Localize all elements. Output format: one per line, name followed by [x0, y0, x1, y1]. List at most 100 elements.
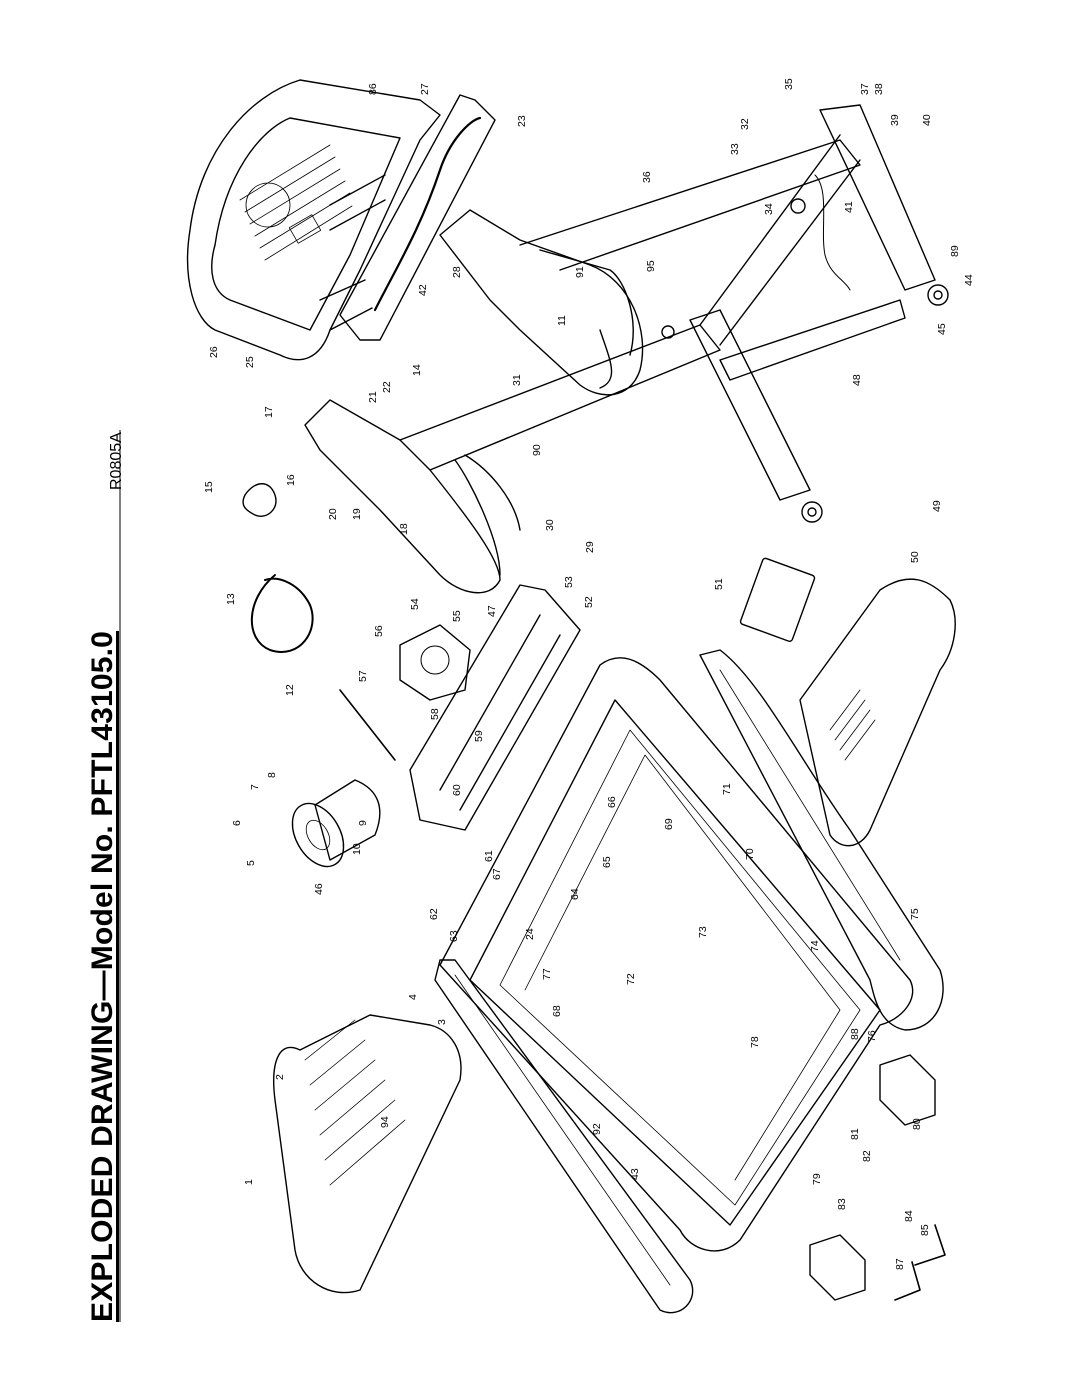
- callout-23: 23: [516, 115, 528, 127]
- side-rail-left-inner: [454, 974, 671, 1286]
- callout-36: 36: [641, 171, 653, 183]
- callout-76: 76: [866, 1030, 878, 1042]
- console-grille: [239, 144, 353, 261]
- side-rail-right-inner: [719, 669, 901, 961]
- callout-83: 83: [836, 1198, 848, 1210]
- callout-40: 40: [921, 114, 933, 126]
- callout-65: 65: [601, 856, 613, 868]
- wheel-45-upper: [927, 284, 949, 306]
- drive-motor-body: [314, 779, 381, 861]
- callout-92: 92: [591, 1123, 603, 1135]
- wrench-87: [894, 1261, 921, 1301]
- wrench-85: [914, 1224, 946, 1266]
- callout-28: 28: [451, 266, 463, 278]
- callout-10: 10: [351, 843, 363, 855]
- upright-left: [304, 399, 501, 594]
- callout-13: 13: [225, 593, 237, 605]
- callout-26: 26: [208, 346, 220, 358]
- callout-50: 50: [909, 551, 921, 563]
- callout-9: 9: [357, 820, 369, 826]
- callout-75: 75: [909, 908, 921, 920]
- incline-frame-inner: [439, 614, 561, 811]
- upright-right-tube: [519, 139, 861, 271]
- callouts: 1 2 3 4 5 6 7 8 9 10 11 12 13 14 15 16 1…: [203, 78, 975, 1270]
- callout-55: 55: [451, 610, 463, 622]
- callout-64: 64: [569, 888, 581, 900]
- callout-1: 1: [243, 1179, 255, 1185]
- callout-63: 63: [448, 930, 460, 942]
- console-tube-upper: [319, 174, 386, 331]
- callout-32: 32: [739, 118, 751, 130]
- callout-57: 57: [357, 670, 369, 682]
- upright-left-tube: [399, 324, 721, 471]
- callout-90: 90: [531, 444, 543, 456]
- callout-58: 58: [429, 708, 441, 720]
- callout-25: 25: [244, 356, 256, 368]
- incline-frame-59: [409, 584, 581, 831]
- callout-53: 53: [563, 576, 575, 588]
- console-dial: [245, 182, 291, 228]
- callout-54: 54: [409, 598, 421, 610]
- upright-right-inner: [539, 249, 634, 389]
- callout-79: 79: [811, 1173, 823, 1185]
- callout-82: 82: [861, 1150, 873, 1162]
- callout-68: 68: [551, 1005, 563, 1017]
- callout-88: 88: [849, 1028, 861, 1040]
- incline-motor-gear: [420, 645, 450, 675]
- callout-59: 59: [473, 730, 485, 742]
- controller-board-51: [739, 557, 816, 642]
- motor-hood-50: [799, 578, 956, 847]
- callout-84: 84: [903, 1210, 915, 1222]
- callout-21: 21: [367, 391, 379, 403]
- callout-85: 85: [919, 1224, 931, 1236]
- hood-1-inner: [304, 1019, 406, 1186]
- console-display: [288, 214, 322, 244]
- wheel-45-upper-hub: [933, 290, 943, 300]
- wheel-45-lower-hub: [807, 507, 817, 517]
- callout-30: 30: [544, 519, 556, 531]
- callout-15: 15: [203, 481, 215, 493]
- callout-44: 44: [963, 274, 975, 286]
- callout-11: 11: [556, 315, 568, 326]
- side-rail-right-75: [699, 649, 944, 1031]
- callout-56: 56: [373, 625, 385, 637]
- fan-16: [242, 483, 277, 517]
- callout-45: 45: [936, 323, 948, 335]
- callout-34: 34: [763, 203, 775, 215]
- side-rail-left-3: [434, 959, 694, 1314]
- drive-motor-flywheel: [291, 802, 345, 868]
- deck-surface-73: [499, 729, 861, 1206]
- callout-66: 66: [606, 796, 618, 808]
- base-frame-rail-upper: [819, 104, 936, 291]
- callout-48: 48: [851, 374, 863, 386]
- callout-38: 38: [873, 83, 885, 95]
- console-base: [186, 79, 441, 361]
- callout-87: 87: [894, 1258, 906, 1270]
- callout-46: 46: [313, 883, 325, 895]
- callout-89: 89: [949, 245, 961, 257]
- callout-16: 16: [285, 474, 297, 486]
- console-cable-42: [373, 116, 482, 312]
- callout-43: 43: [629, 1168, 641, 1180]
- callout-69: 69: [663, 818, 675, 830]
- base-frame-wire-28: [814, 174, 851, 291]
- callout-62: 62: [428, 908, 440, 920]
- callout-7: 7: [249, 784, 261, 790]
- callout-86: 86: [367, 83, 379, 95]
- callout-19: 19: [351, 508, 363, 520]
- callout-33: 33: [729, 143, 741, 155]
- callout-49: 49: [931, 500, 943, 512]
- callout-4: 4: [407, 994, 419, 1000]
- callout-67: 67: [491, 868, 503, 880]
- callout-22: 22: [381, 381, 393, 393]
- callout-74: 74: [809, 940, 821, 952]
- base-frame-rail-lower: [689, 309, 811, 501]
- grommet-34-upper: [790, 198, 806, 214]
- callout-73: 73: [697, 926, 709, 938]
- callout-80: 80: [911, 1118, 923, 1130]
- end-cap-83: [809, 1234, 866, 1301]
- motor-hood-vents: [829, 689, 876, 761]
- callout-41: 41: [843, 201, 855, 213]
- incline-cable-13: [250, 574, 314, 653]
